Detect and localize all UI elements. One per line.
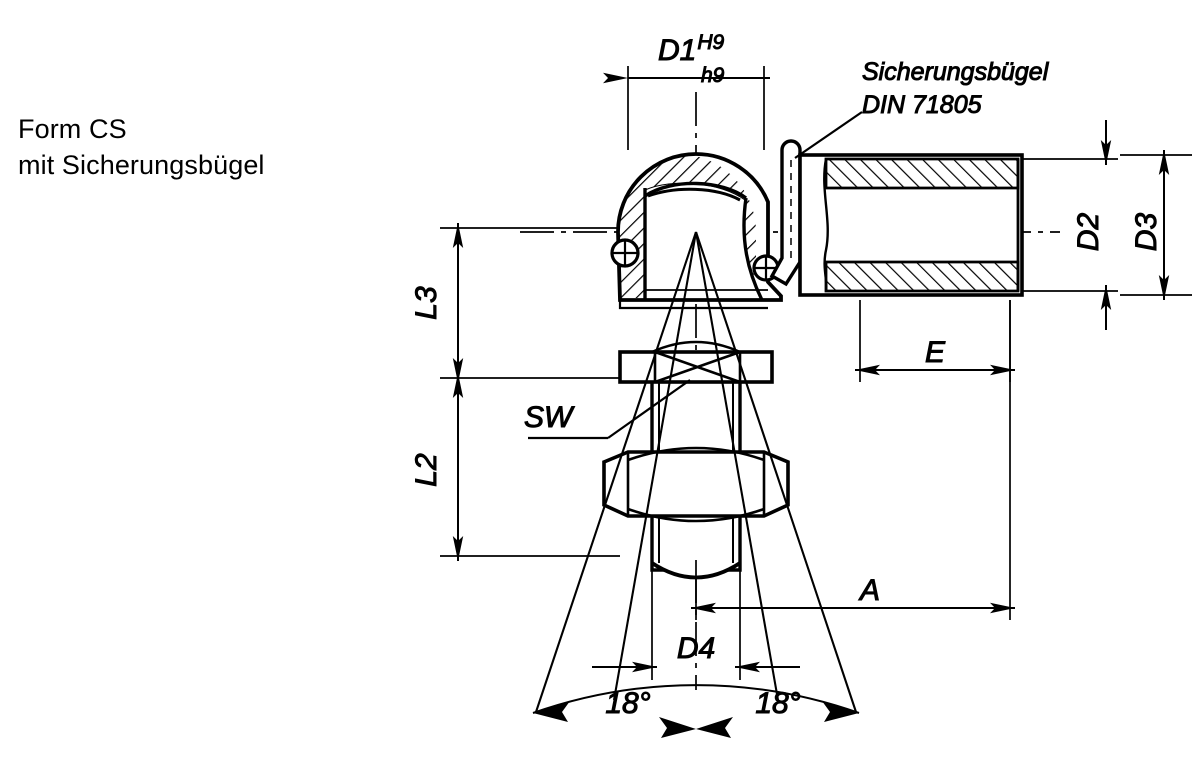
- dimension-label-d1: D1H9: [658, 31, 725, 67]
- note-label-line1: Sicherungsbügel: [862, 58, 1050, 86]
- dimension-label-l2: L2: [410, 453, 443, 487]
- hex-nut: [602, 446, 790, 523]
- dimension-label-l3: L3: [410, 286, 443, 320]
- dimension-label-e: E: [925, 336, 946, 369]
- dimension-d4: [592, 570, 800, 680]
- dimension-d2: [1022, 120, 1118, 330]
- note-label-line2: DIN 71805: [862, 91, 982, 119]
- page-title: Form CS mit Sicherungsbügel: [18, 112, 265, 183]
- dimension-d1: [603, 66, 770, 150]
- note-leader-line: [794, 111, 863, 159]
- sw-leader-line: [528, 379, 691, 440]
- sleeve-body: [798, 153, 1024, 297]
- retaining-clip: [769, 139, 802, 287]
- dimension-label-angle-right: 18°: [755, 687, 800, 720]
- sw-collar: [618, 340, 774, 384]
- page-title-line2: mit Sicherungsbügel: [18, 149, 265, 180]
- ball-socket-head: [610, 152, 783, 310]
- dimension-a: [691, 300, 1015, 620]
- dimension-l3: [440, 223, 620, 383]
- dimension-label-d3: D3: [1130, 213, 1163, 252]
- dimension-label-d1-lower: h9: [701, 64, 725, 87]
- dimension-label-d4: D4: [677, 632, 715, 665]
- page-title-line1: Form CS: [18, 114, 127, 144]
- angle-dimension-arc: [532, 684, 860, 738]
- clip-hole-left: [610, 238, 640, 268]
- dimension-label-a: A: [858, 574, 880, 607]
- dimension-label-d2: D2: [1072, 213, 1105, 252]
- dimension-d3: [1120, 150, 1192, 300]
- dimension-label-sw: SW: [524, 401, 575, 434]
- dimension-l2: [440, 373, 620, 561]
- dimension-label-angle-left: 18°: [605, 687, 650, 720]
- swing-envelope-lines: [535, 231, 857, 713]
